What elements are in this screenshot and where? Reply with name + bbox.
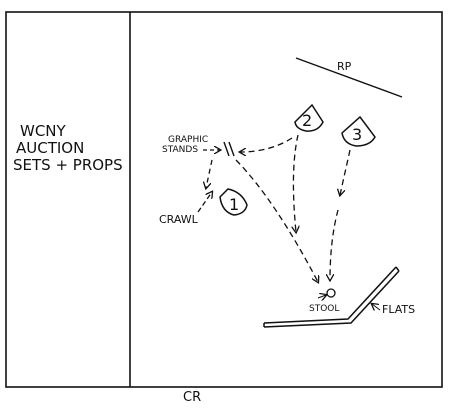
arrow-crawl: [197, 192, 212, 213]
camera-3-icon: 3: [341, 115, 376, 147]
svg-text:2: 2: [302, 111, 312, 130]
crawl-label: CRAWL: [159, 213, 199, 226]
cr-label: CR: [183, 390, 201, 405]
svg-text:1: 1: [229, 195, 239, 214]
arrow-to-stool-label: [317, 295, 326, 298]
svg-text:3: 3: [352, 125, 362, 144]
rear-projection-line: [295, 57, 403, 98]
camera-1-icon: 1: [219, 188, 248, 216]
arrow-cam2-to-stool: [293, 134, 298, 232]
graphic-stands-label-1: GRAPHIC: [168, 135, 208, 145]
arrow-to-flats: [372, 304, 381, 310]
flats-label: FLATS: [382, 303, 415, 316]
title-line-2: AUCTION: [16, 139, 84, 157]
title-line-1: WCNY: [20, 122, 67, 140]
arrow-cam2-to-stands: [240, 137, 293, 152]
camera-2-icon: 2: [294, 103, 324, 132]
arrow-cam3-to-stool: [330, 209, 339, 280]
title-line-3: SETS + PROPS: [13, 156, 123, 174]
outer-frame: [5, 11, 443, 388]
arrow-stands-to-crawl-start: [206, 159, 213, 188]
rp-label: RP: [337, 60, 352, 73]
arrow-cam3-down: [340, 149, 351, 195]
flats-shape: [263, 266, 400, 328]
graphic-stands-label-2: STANDS: [162, 145, 198, 155]
arrow-stands-to-stool: [235, 159, 318, 282]
stool-label: STOOL: [309, 304, 339, 314]
graphic-stands-mark: [223, 141, 235, 157]
stool-icon: [326, 288, 336, 298]
